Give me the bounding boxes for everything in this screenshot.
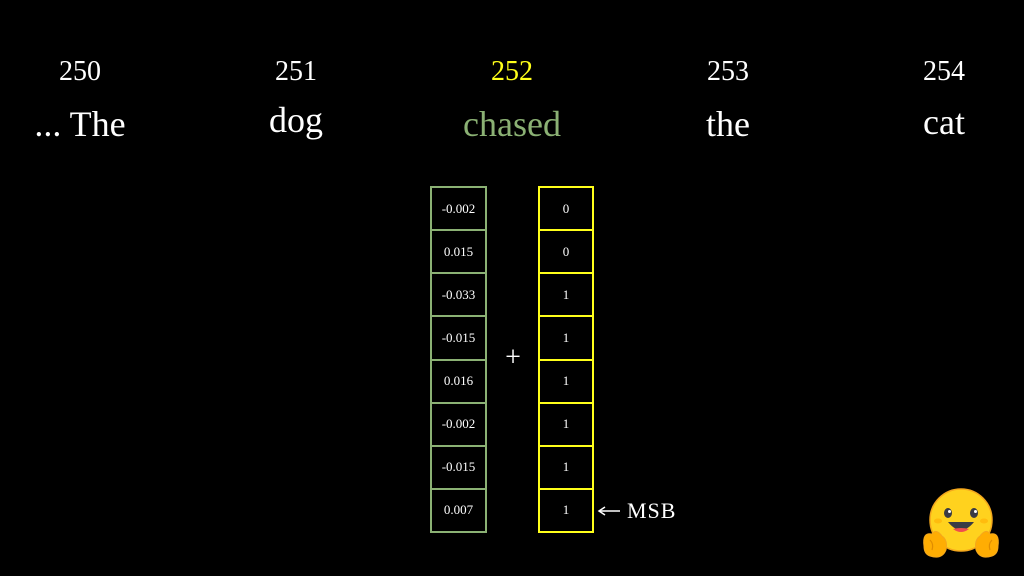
embedding-cell: -0.033 xyxy=(432,272,485,315)
positional-cell: 1 xyxy=(540,315,592,358)
token-253: 253 the xyxy=(648,52,808,146)
plus-operator: + xyxy=(505,342,521,373)
token-251: 251 dog xyxy=(216,52,376,142)
token-254: 254 cat xyxy=(864,52,1024,144)
left-arrow-icon xyxy=(597,506,620,516)
token-position: 253 xyxy=(707,56,749,87)
embedding-cell: 0.015 xyxy=(432,229,485,272)
embedding-cell: 0.016 xyxy=(432,358,485,402)
hugging-face-icon xyxy=(923,488,999,558)
token-word: ... The xyxy=(34,104,126,144)
token-word-highlighted: chased xyxy=(463,104,561,144)
positional-cell: 1 xyxy=(540,444,592,488)
positional-cell: 1 xyxy=(540,401,592,445)
token-250: 250 ... The xyxy=(0,52,160,146)
embedding-cell: 0.007 xyxy=(432,487,485,531)
positional-cell: 0 xyxy=(562,200,570,216)
positional-cell: 1 xyxy=(540,272,592,315)
embedding-cell: -0.002 xyxy=(441,200,476,216)
token-position: 254 xyxy=(923,56,965,87)
token-252: 252 chased xyxy=(432,52,592,146)
token-word: the xyxy=(706,104,750,144)
token-word: cat xyxy=(923,102,965,142)
positional-cell: 0 xyxy=(540,229,592,272)
msb-annotation: MSB xyxy=(597,497,676,525)
token-position-highlighted: 252 xyxy=(491,56,533,87)
positional-encoding-vector: 0 0 1 1 1 1 1 1 xyxy=(538,186,594,533)
embedding-cell: -0.002 xyxy=(432,401,485,445)
embedding-cell: -0.015 xyxy=(432,444,485,488)
embedding-cell: -0.015 xyxy=(432,315,485,358)
positional-cell: 1 xyxy=(540,487,592,531)
token-position: 250 xyxy=(59,56,101,87)
msb-label: MSB xyxy=(627,498,677,523)
token-word: dog xyxy=(269,100,323,140)
positional-cell: 1 xyxy=(540,358,592,402)
token-position: 251 xyxy=(275,56,317,87)
embedding-vector: -0.002 0.015 -0.033 -0.015 0.016 -0.002 … xyxy=(430,186,487,533)
